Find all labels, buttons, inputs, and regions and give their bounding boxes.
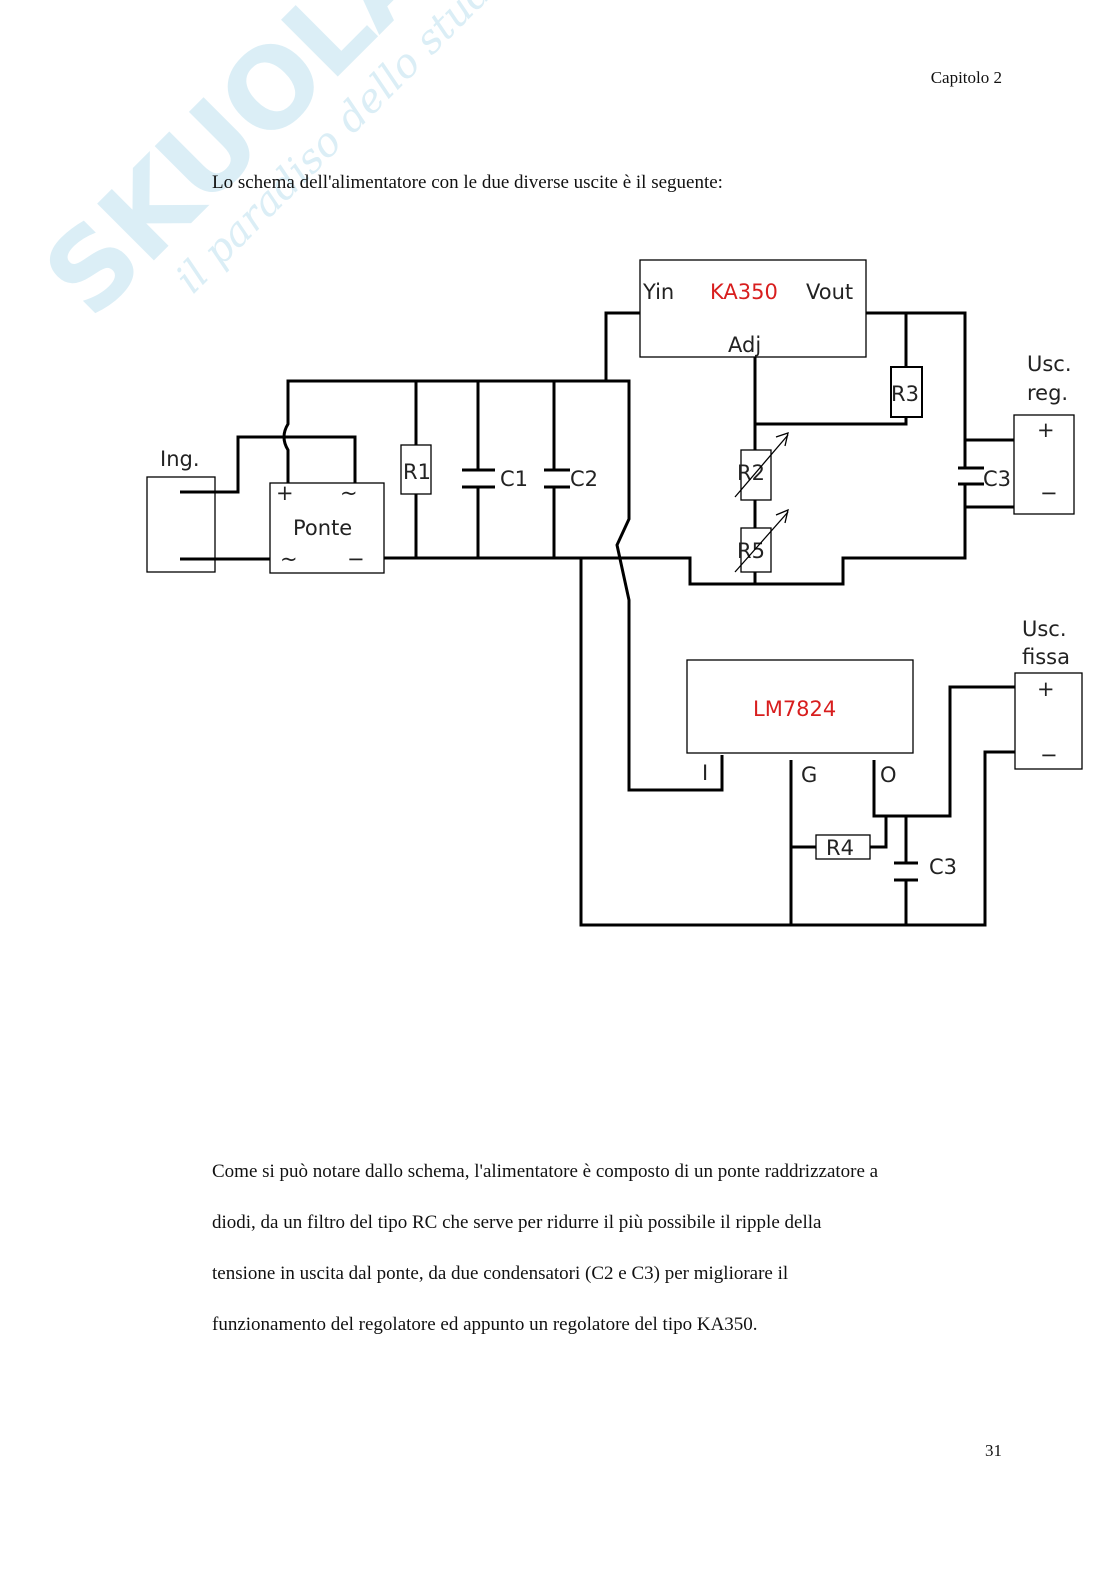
r2-adjust-arrow-icon <box>734 434 789 498</box>
resistor-r1 <box>400 444 432 495</box>
potentiometer-r2 <box>740 449 772 501</box>
paragraph-line: diodi, da un filtro del tipo RC che serv… <box>212 1212 822 1233</box>
bridge-ac-1: ~ <box>340 481 358 505</box>
wire-r4-right <box>870 816 888 849</box>
lm7824-pin-g: G <box>801 763 817 787</box>
ka350-vout: Vout <box>806 280 853 304</box>
resistor-r3 <box>890 366 923 418</box>
ka350-vin: Yin <box>642 280 674 304</box>
output-regulated <box>1013 414 1075 515</box>
intro-text: Lo schema dell'alimentatore con le due d… <box>212 172 723 193</box>
wire-input-top <box>180 435 357 494</box>
wire-vin <box>604 311 640 381</box>
bridge-ac-2: ~ <box>280 547 298 571</box>
c3-gap <box>955 469 975 483</box>
ka350-adj: Adj <box>728 333 761 357</box>
r4-label: R4 <box>826 836 854 860</box>
r2-arrowhead-icon <box>775 432 789 447</box>
out-reg-minus: − <box>1040 481 1058 505</box>
paragraph-line: funzionamento del regolatore ed appunto … <box>212 1314 758 1335</box>
resistor-r4 <box>815 834 871 860</box>
body-paragraph: Come si può notare dallo schema, l'alime… <box>212 1146 878 1350</box>
wire-r3 <box>755 313 908 426</box>
r5-arrowhead-icon <box>775 508 789 524</box>
bridge-label: Ponte <box>293 516 352 540</box>
out-reg-label-2: reg. <box>1027 381 1068 405</box>
paragraph-line: tensione in uscita dal ponte, da due con… <box>212 1263 789 1284</box>
bridge-rectifier <box>269 482 385 574</box>
lm7824-pin-i: I <box>702 761 708 785</box>
wire-positive-bus <box>282 379 724 792</box>
out-fixed-label-2: fissa <box>1022 645 1070 669</box>
r3-label: R3 <box>891 382 919 406</box>
regulator-lm7824 <box>686 659 914 754</box>
input-label: Ing. <box>160 447 200 471</box>
out-fixed-label-1: Usc. <box>1022 617 1067 641</box>
potentiometer-r5 <box>740 527 772 573</box>
wire-ground-bus <box>384 311 967 586</box>
output-fixed <box>1014 672 1083 770</box>
page-number: 31 <box>985 1441 1002 1460</box>
chapter-header: Capitolo 2 <box>930 68 1002 87</box>
paragraph-line: Come si può notare dallo schema, l'alime… <box>212 1161 879 1182</box>
wire-o <box>872 685 1015 818</box>
r1-label: R1 <box>403 460 431 484</box>
c3-top-label: C3 <box>983 467 1011 491</box>
r5-adjust-arrow-icon <box>734 511 789 573</box>
c1-label: C1 <box>500 467 528 491</box>
out-reg-label-1: Usc. <box>1027 352 1072 376</box>
bridge-minus: − <box>347 547 365 571</box>
c3-bottom-label: C3 <box>929 855 957 879</box>
out-reg-plus: + <box>1037 418 1055 442</box>
lm7824-name: LM7824 <box>753 697 836 721</box>
lm7824-pin-o: O <box>880 763 897 787</box>
ka350-name: KA350 <box>710 280 778 304</box>
regulator-ka350 <box>639 259 867 358</box>
r2-label: R2 <box>737 461 765 485</box>
wire-lower-ground <box>579 558 1015 927</box>
out-fixed-plus: + <box>1037 677 1055 701</box>
out-fixed-minus: − <box>1040 743 1058 767</box>
c2-label: C2 <box>570 467 598 491</box>
bridge-plus: + <box>276 481 294 505</box>
